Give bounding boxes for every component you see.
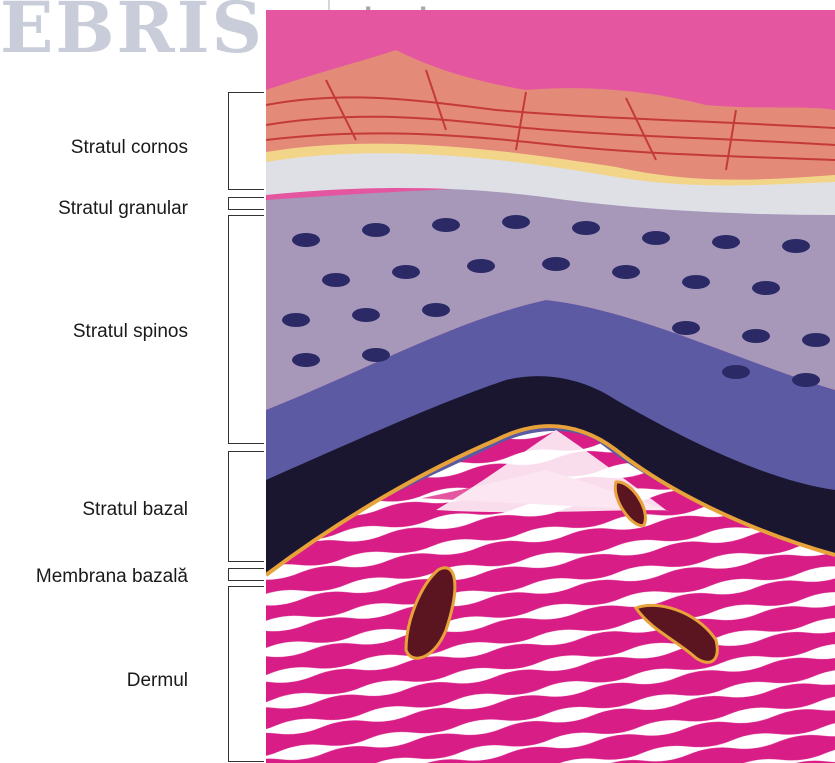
label-stratul-spinos: Stratul spinos	[73, 321, 188, 343]
bracket-cornos	[228, 92, 264, 190]
label-dermul: Dermul	[127, 670, 188, 692]
bracket-bazal	[228, 451, 264, 562]
bracket-granular	[228, 197, 264, 210]
label-membrana-bazala: Membrana bazală	[36, 566, 188, 588]
label-stratul-bazal: Stratul bazal	[82, 499, 188, 521]
bracket-dermul	[228, 586, 264, 762]
skin-cross-section-illustration	[266, 10, 835, 763]
label-stratul-granular: Stratul granular	[58, 198, 188, 220]
bracket-membrana	[228, 568, 264, 581]
skin-layers-svg	[266, 10, 835, 763]
layer-labels: Stratul cornos Stratul granular Stratul …	[0, 0, 230, 763]
bracket-spinos	[228, 215, 264, 444]
label-stratul-cornos: Stratul cornos	[71, 137, 188, 159]
